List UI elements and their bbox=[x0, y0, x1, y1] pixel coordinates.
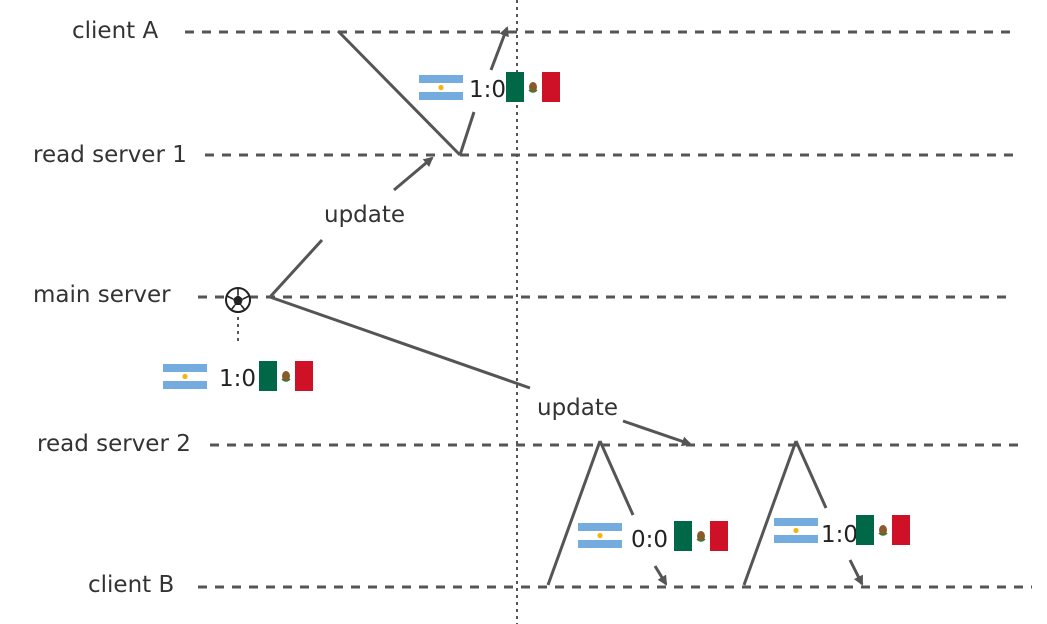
score-main-server: 1:0 bbox=[219, 366, 256, 392]
update-1-line-lower bbox=[268, 238, 324, 299]
client-a-request-line bbox=[336, 29, 462, 157]
update-2-line-lower bbox=[622, 419, 692, 447]
lane-label-main-server: main server bbox=[33, 282, 171, 308]
argentina-flag-icon bbox=[163, 364, 207, 389]
mexico-flag-icon bbox=[505, 71, 561, 103]
client-a-response-line-lower bbox=[458, 111, 476, 156]
client-b-response-2-line-lower bbox=[848, 559, 864, 586]
client-b-request-2-line bbox=[742, 440, 798, 586]
update-1-label: update bbox=[324, 202, 405, 228]
update-2-line-upper bbox=[269, 295, 531, 390]
argentina-flag-icon bbox=[419, 75, 463, 100]
mexico-flag-icon bbox=[673, 520, 729, 552]
client-b-response-1-line-upper bbox=[598, 440, 635, 516]
score-client-b-second: 1:0 bbox=[821, 522, 858, 548]
update-1-line-upper bbox=[393, 156, 434, 192]
mexico-flag-icon bbox=[855, 514, 911, 546]
client-b-response-1-line-lower bbox=[653, 565, 668, 586]
mexico-flag-icon bbox=[258, 360, 314, 392]
lane-label-client-a: client A bbox=[72, 18, 158, 44]
update-2-label: update bbox=[537, 395, 618, 421]
client-b-request-1-line bbox=[546, 440, 602, 586]
argentina-flag-icon bbox=[774, 518, 818, 543]
score-client-a: 1:0 bbox=[469, 77, 506, 103]
client-a-response-line-upper bbox=[489, 26, 509, 71]
lane-label-client-b: client B bbox=[88, 572, 174, 598]
score-client-b-first: 0:0 bbox=[631, 527, 668, 553]
lane-label-read-server-2: read server 2 bbox=[37, 431, 191, 457]
soccer-ball-icon bbox=[225, 287, 251, 313]
lane-label-read-server-1: read server 1 bbox=[33, 142, 187, 168]
argentina-flag-icon bbox=[578, 523, 622, 548]
client-b-response-2-line-upper bbox=[794, 440, 828, 509]
